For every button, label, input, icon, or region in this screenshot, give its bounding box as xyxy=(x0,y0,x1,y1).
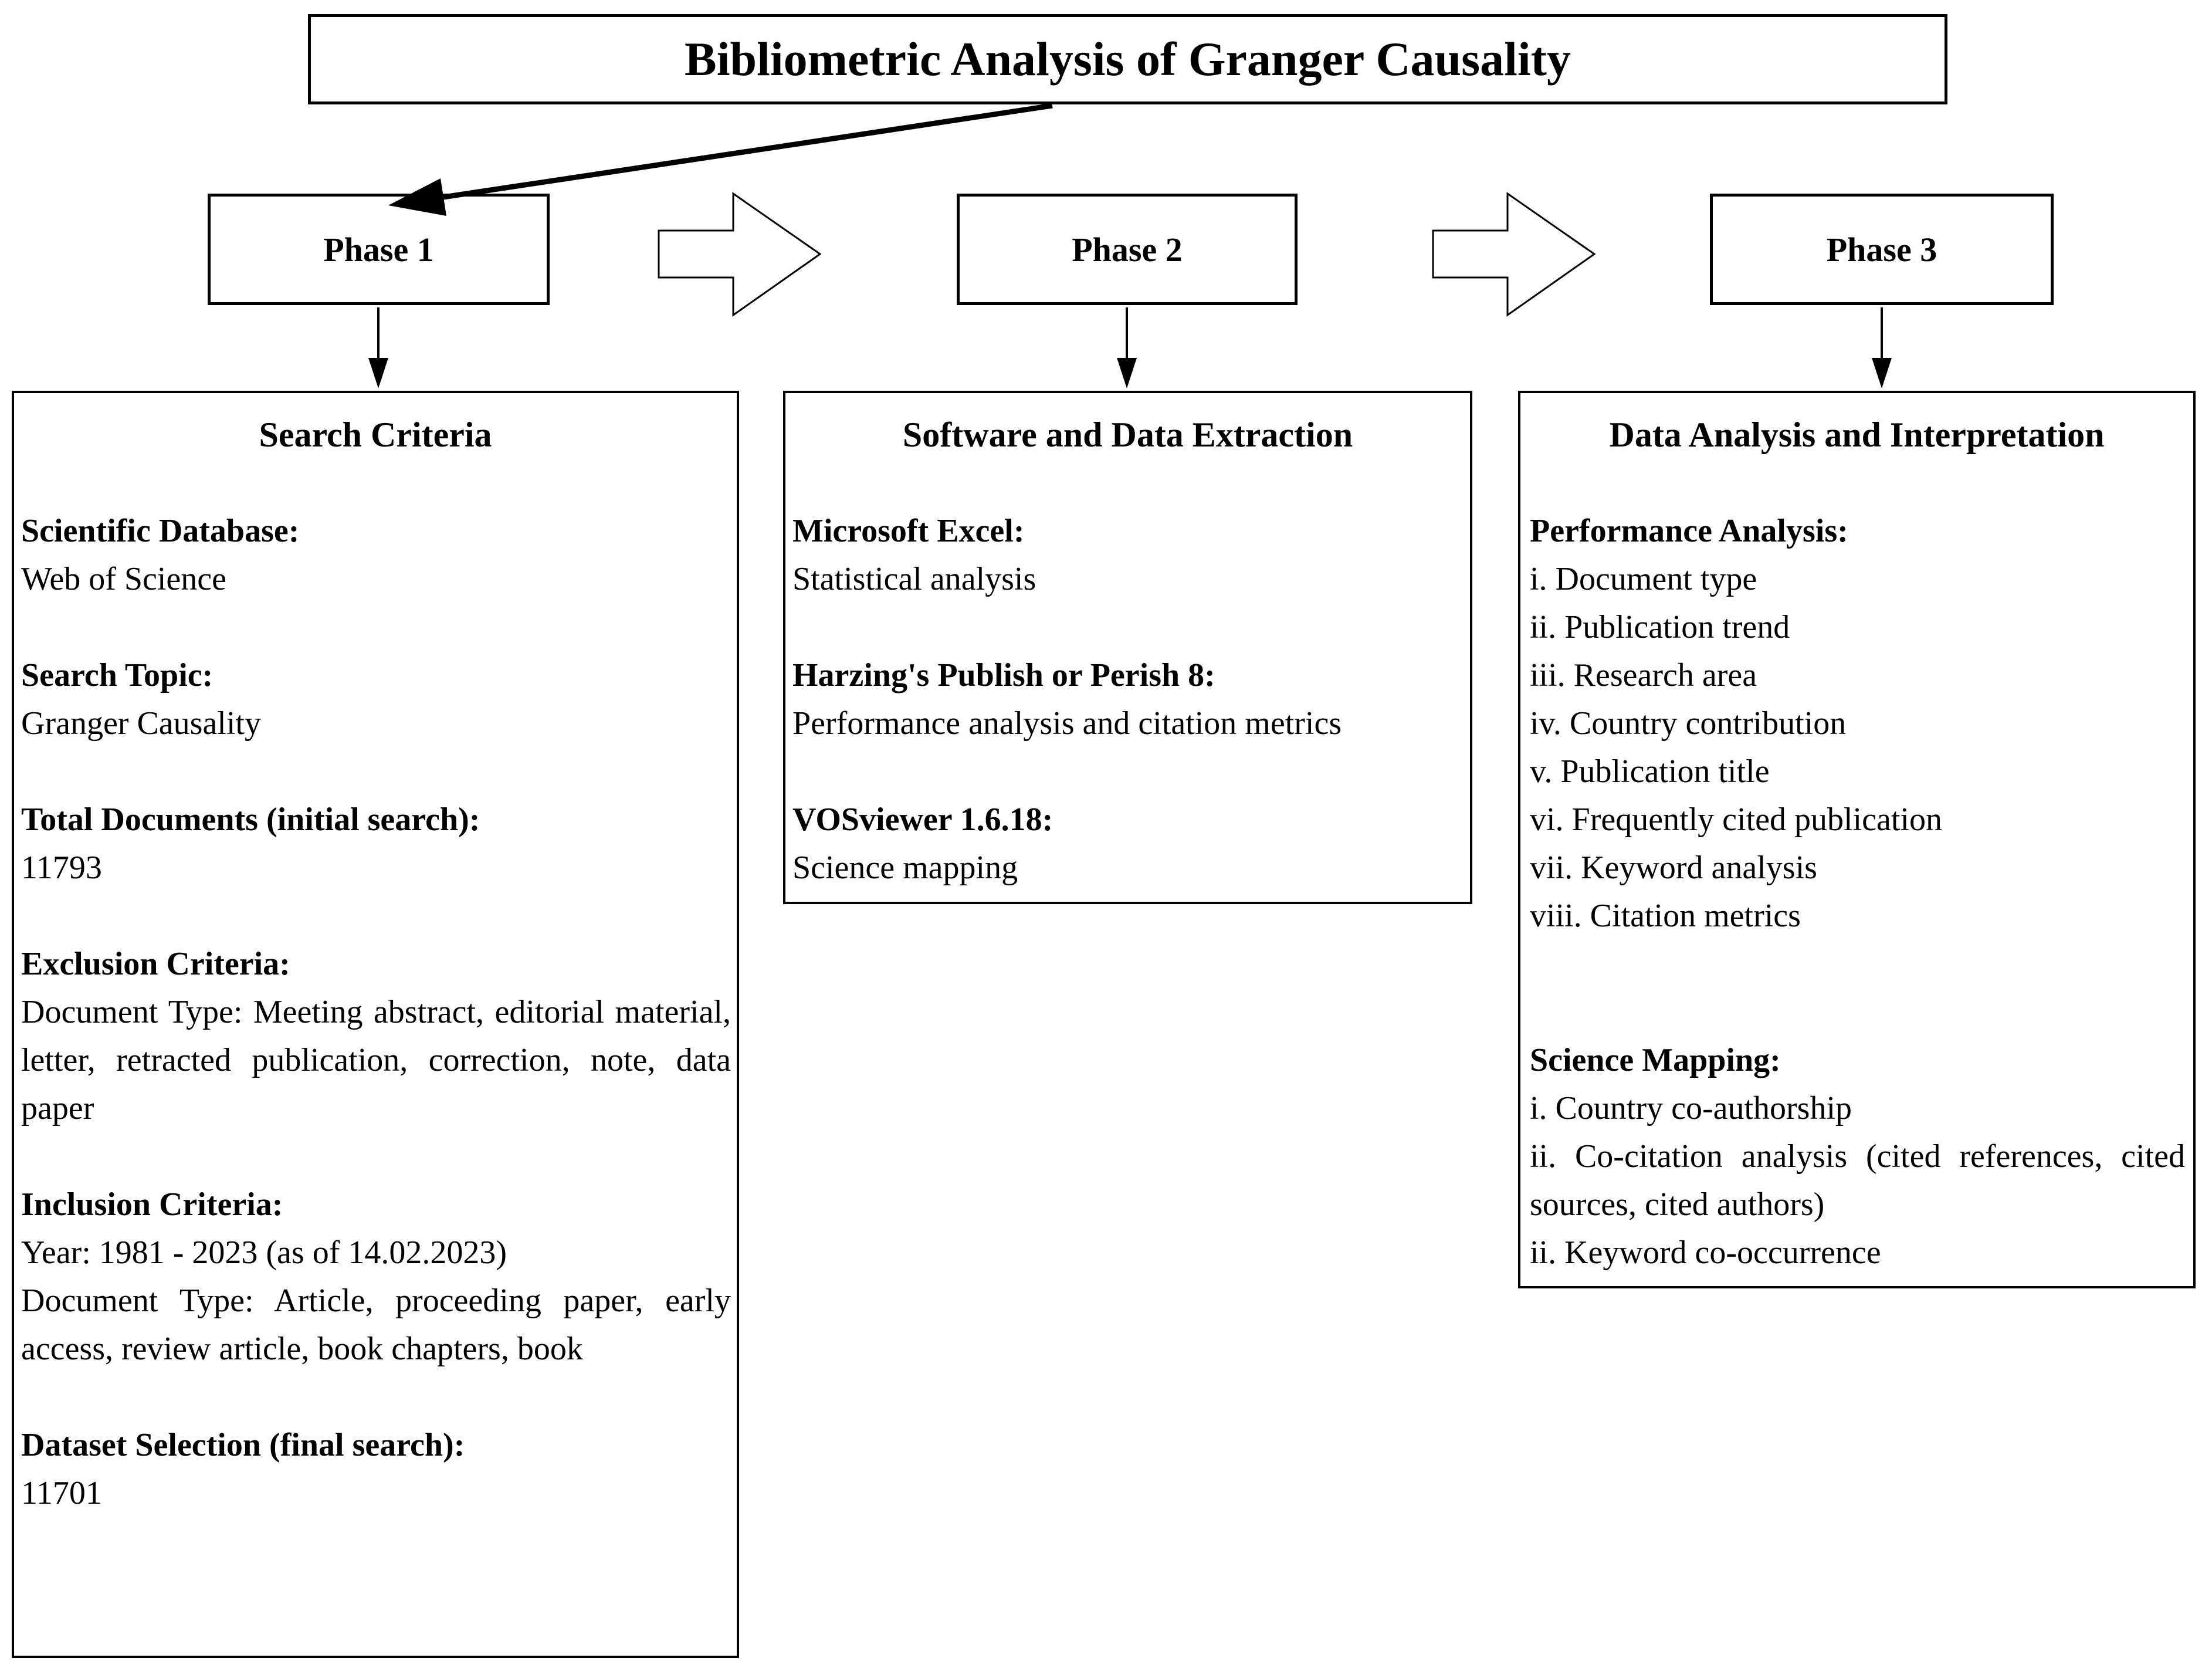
phase3-box: Phase 3 xyxy=(1710,194,2054,305)
diagram-title: Bibliometric Analysis of Granger Causali… xyxy=(685,32,1571,86)
text-line: v. Publication title xyxy=(1530,753,1770,790)
text-line: viii. Citation metrics xyxy=(1530,898,1801,934)
section: Exclusion Criteria: Document Type: Meetin… xyxy=(21,940,731,1132)
section-label: Science Mapping: xyxy=(1530,1042,1781,1078)
title-box: Bibliometric Analysis of Granger Causali… xyxy=(308,14,1947,104)
phase2-to-phase3-block-arrow xyxy=(1432,192,1596,317)
section-label: VOSviewer 1.6.18: xyxy=(792,801,1054,838)
text-line: i. Country co-authorship xyxy=(1530,1090,1852,1126)
phase1-box: Phase 1 xyxy=(208,194,550,305)
section: Inclusion Criteria: Year: 1981 - 2023 (as… xyxy=(21,1180,731,1373)
phase3-down-arrow xyxy=(1872,307,1892,388)
section: Scientific Database: Web of Science xyxy=(21,507,731,603)
text-line: ii. Keyword co-occurrence xyxy=(1530,1234,1881,1271)
section: Total Documents (initial search): 11793 xyxy=(21,796,731,892)
software-data-extraction-box: Software and Data Extraction Microsoft E… xyxy=(783,391,1472,904)
phase3-label: Phase 3 xyxy=(1826,230,1937,269)
text-line: Science mapping xyxy=(792,850,1018,886)
section: Microsoft Excel: Statistical analysis xyxy=(792,507,1464,603)
text-line: Document Type: Meeting abstract, editori… xyxy=(21,994,731,1126)
section: Dataset Selection (final search): 11701 xyxy=(21,1421,731,1517)
text-line: iii. Research area xyxy=(1530,657,1757,693)
box-heading: Software and Data Extraction xyxy=(902,415,1353,454)
text-line: Statistical analysis xyxy=(792,561,1036,597)
section-label: Exclusion Criteria: xyxy=(21,946,290,982)
text-line: Web of Science xyxy=(21,561,226,597)
text-line: ii. Co-citation analysis (cited referenc… xyxy=(1530,1138,2185,1223)
phase1-down-arrow xyxy=(368,307,388,388)
section: Harzing's Publish or Perish 8: Performanc… xyxy=(792,651,1464,747)
phase2-label: Phase 2 xyxy=(1072,230,1183,269)
phase1-label: Phase 1 xyxy=(323,230,434,269)
text-line: Year: 1981 - 2023 (as of 14.02.2023) xyxy=(21,1234,507,1271)
text-line: vii. Keyword analysis xyxy=(1530,850,1817,886)
data-analysis-interpretation-box: Data Analysis and Interpretation Perform… xyxy=(1518,391,2196,1288)
text-line: Granger Causality xyxy=(21,705,261,742)
section: Search Topic: Granger Causality xyxy=(21,651,731,747)
section-label: Scientific Database: xyxy=(21,513,300,549)
phase2-box: Phase 2 xyxy=(957,194,1298,305)
box-body: Performance Analysis: i. Document type ii.… xyxy=(1520,507,2193,1277)
box-heading: Search Criteria xyxy=(259,415,492,454)
text-line: Performance analysis and citation metric… xyxy=(792,705,1342,742)
text-line: 11793 xyxy=(21,850,102,886)
section-label: Search Topic: xyxy=(21,657,214,693)
text-line: vi. Frequently cited publication xyxy=(1530,801,1942,838)
section: VOSviewer 1.6.18: Science mapping xyxy=(792,796,1464,892)
text-line: 11701 xyxy=(21,1475,102,1511)
text-line: iv. Country contribution xyxy=(1530,705,1847,742)
section: Performance Analysis: i. Document type ii.… xyxy=(1530,507,2185,940)
section-label: Microsoft Excel: xyxy=(792,513,1025,549)
section: Science Mapping: i. Country co-authorship… xyxy=(1530,1036,2185,1277)
section-label: Inclusion Criteria: xyxy=(21,1186,283,1223)
text-line: Document Type: Article, proceeding paper… xyxy=(21,1283,731,1367)
section-label: Dataset Selection (final search): xyxy=(21,1427,465,1463)
text-line: i. Document type xyxy=(1530,561,1757,597)
text-line: ii. Publication trend xyxy=(1530,609,1790,645)
box-heading: Data Analysis and Interpretation xyxy=(1609,415,2105,454)
section-label: Performance Analysis: xyxy=(1530,513,1848,549)
phase2-down-arrow xyxy=(1117,307,1137,388)
section-label: Harzing's Publish or Perish 8: xyxy=(792,657,1215,693)
search-criteria-box: Search Criteria Scientific Database: Web … xyxy=(12,391,739,1658)
phase1-to-phase2-block-arrow xyxy=(658,192,822,317)
section-label: Total Documents (initial search): xyxy=(21,801,480,838)
